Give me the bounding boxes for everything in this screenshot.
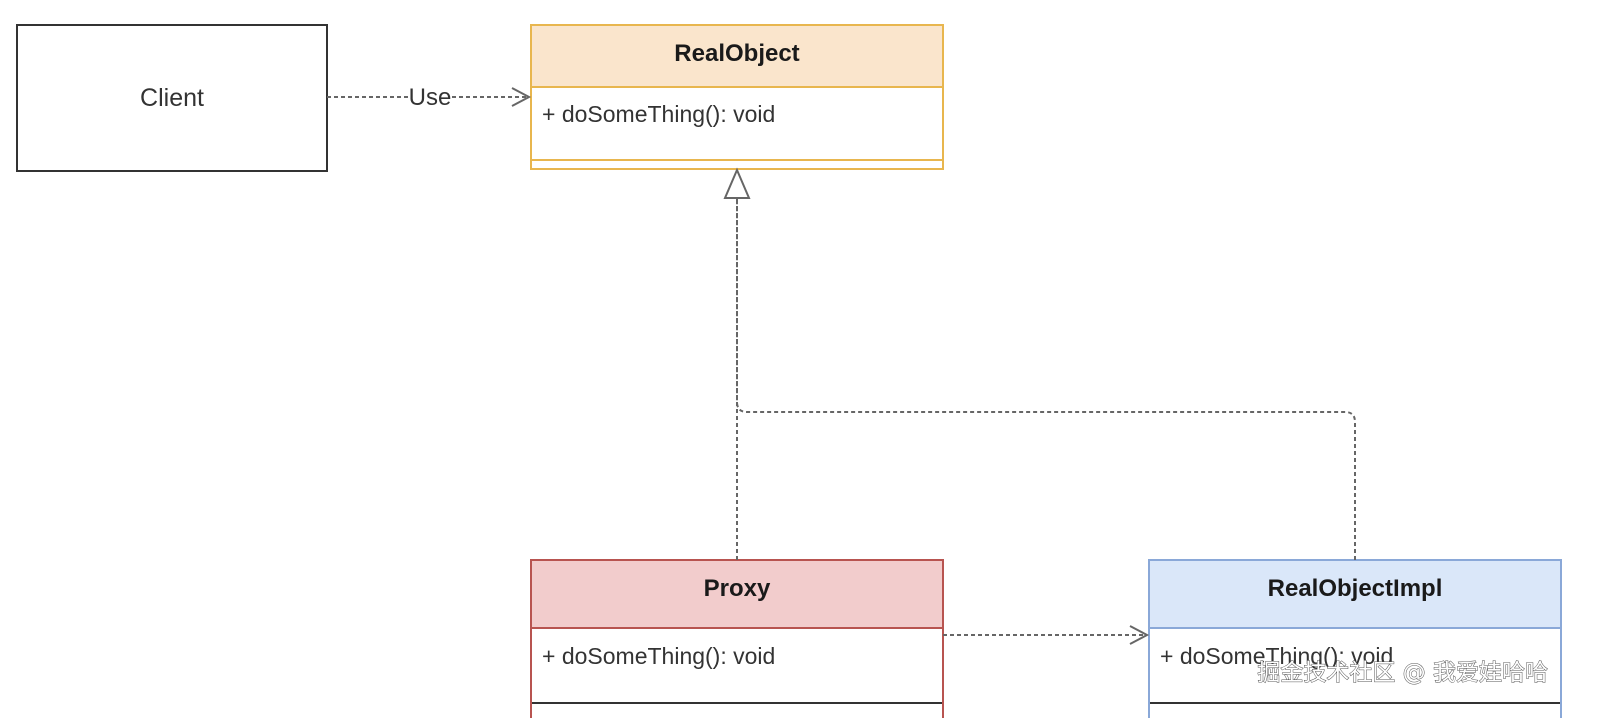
- proxy-class[interactable]: Proxy + doSomeThing(): void: [530, 559, 944, 718]
- proxy-body: [531, 628, 943, 718]
- real-object-impl-class[interactable]: RealObjectImpl + doSomeThing(): void: [1148, 559, 1562, 718]
- edge-client-to-real-object: Use: [327, 84, 532, 111]
- real-object-class[interactable]: RealObject + doSomeThing(): void: [530, 24, 944, 170]
- real-object-impl-method: + doSomeThing(): void: [1160, 643, 1393, 669]
- proxy-header: [531, 560, 943, 628]
- edge-use-label: Use: [409, 84, 452, 111]
- edge-proxy-to-impl: [943, 625, 1150, 645]
- edge-impl-line: [736, 198, 1356, 560]
- edge-impl-to-real-object: [736, 198, 1356, 560]
- proxy-name: Proxy: [704, 575, 771, 602]
- client-label: Client: [140, 84, 204, 112]
- real-object-header: [531, 25, 943, 87]
- real-object-impl-header: [1149, 560, 1561, 628]
- real-object-method: + doSomeThing(): void: [542, 101, 775, 127]
- real-object-impl-name: RealObjectImpl: [1268, 575, 1443, 602]
- open-arrow-head: [511, 87, 532, 107]
- proxy-method: + doSomeThing(): void: [542, 643, 775, 669]
- client-box-border: [16, 24, 328, 172]
- open-arrow-head: [1129, 625, 1150, 645]
- client-box[interactable]: Client: [16, 24, 328, 172]
- real-object-name: RealObject: [674, 40, 799, 67]
- real-object-body: [531, 87, 943, 169]
- watermark: 掘金技术社区 @ 我爱娃哈哈: [1257, 660, 1548, 686]
- realization-triangle-icon: [723, 167, 751, 199]
